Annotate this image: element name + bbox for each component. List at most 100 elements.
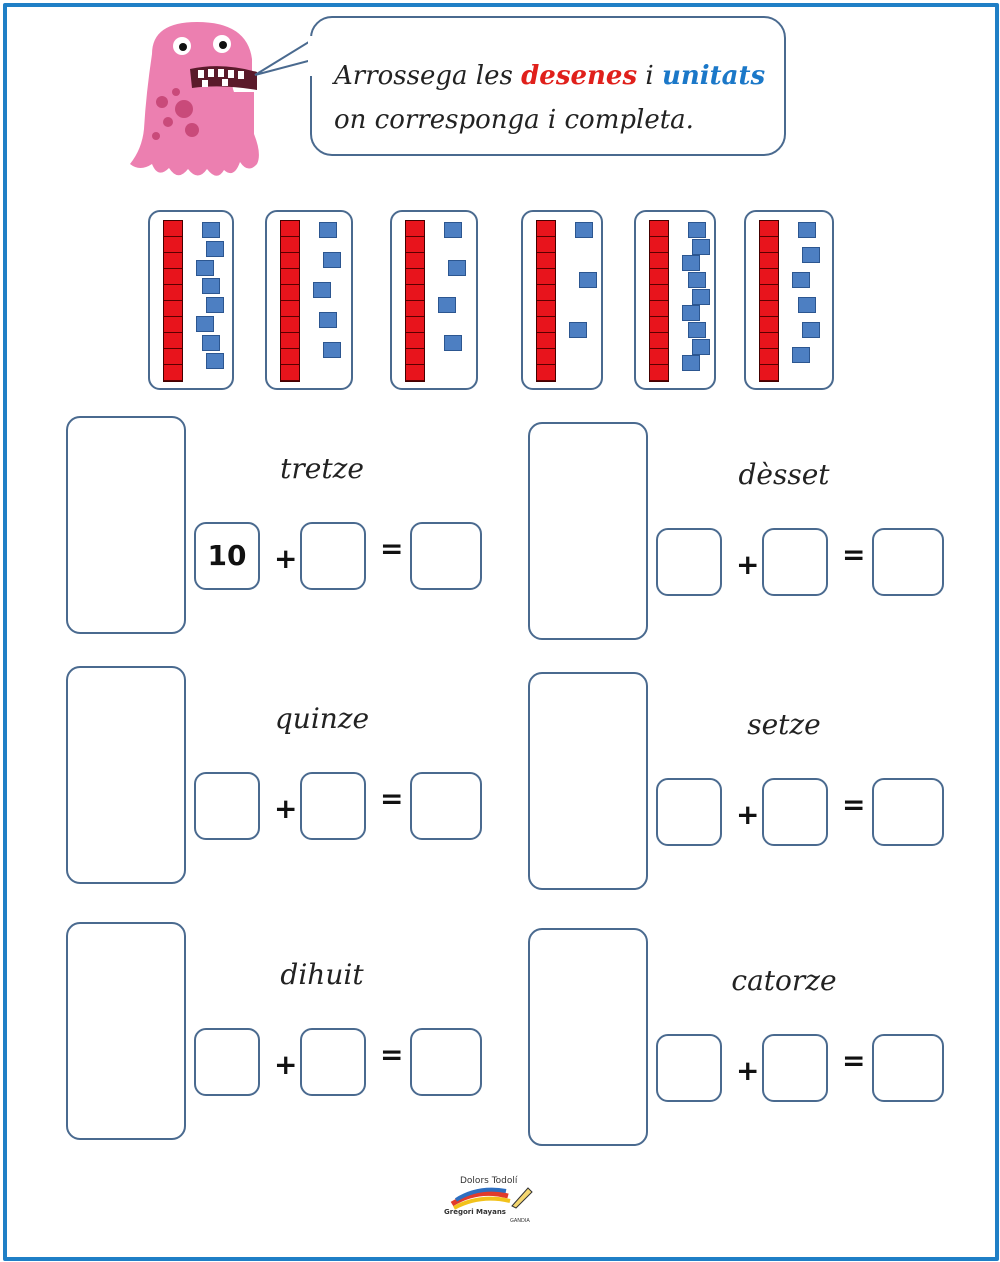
block-card-2[interactable] (265, 210, 353, 390)
tens-input[interactable] (194, 1028, 260, 1096)
equals-sign: = (380, 782, 404, 815)
block-card-6[interactable] (744, 210, 834, 390)
unit-cube (802, 322, 820, 338)
equals-sign: = (842, 538, 866, 571)
drop-zone[interactable] (528, 422, 648, 640)
equals-sign: = (380, 1038, 404, 1071)
unit-cube (792, 347, 810, 363)
school-logo: Dolors Todolí Gregori Mayans GANDIA (440, 1172, 540, 1236)
unit-cube (682, 255, 700, 272)
unit-cube (323, 252, 341, 268)
block-card-1[interactable] (148, 210, 234, 390)
tens-rod (280, 220, 300, 382)
tens-input[interactable] (656, 778, 722, 846)
logo-city: GANDIA (510, 1218, 530, 1224)
drop-zone[interactable] (528, 928, 648, 1146)
unit-cube (196, 259, 214, 276)
number-word: catorze (731, 964, 837, 997)
unit-cube (202, 222, 220, 238)
instruction-unitats: unitats (661, 61, 766, 91)
logo-school: Gregori Mayans (444, 1208, 506, 1216)
total-input[interactable] (410, 1028, 482, 1096)
units-input[interactable] (762, 778, 828, 846)
number-word: dihuit (280, 958, 364, 991)
plus-sign: + (274, 542, 298, 575)
unit-cube (569, 322, 587, 338)
unit-cube (688, 272, 706, 288)
unit-cube (323, 342, 341, 358)
drop-zone[interactable] (66, 416, 186, 634)
logo-author: Dolors Todolí (460, 1176, 518, 1186)
instruction-prefix: Arrossega les (334, 61, 513, 91)
total-input[interactable] (410, 772, 482, 840)
unit-cube (692, 288, 710, 305)
unit-cube (579, 272, 597, 288)
block-card-5[interactable] (634, 210, 716, 390)
unit-cube (206, 297, 224, 313)
unit-cube (692, 338, 710, 355)
unit-cube (688, 222, 706, 238)
instruction-middle: i (645, 61, 654, 91)
units-input[interactable] (300, 522, 366, 590)
total-input[interactable] (872, 778, 944, 846)
unit-cube (444, 222, 462, 238)
unit-cube (202, 278, 220, 295)
unit-cube (206, 353, 224, 370)
units-input[interactable] (300, 772, 366, 840)
unit-cube (688, 322, 706, 338)
units-input[interactable] (300, 1028, 366, 1096)
unit-cube (448, 259, 466, 276)
drop-zone[interactable] (66, 666, 186, 884)
instruction-desenes: desenes (521, 61, 638, 91)
plus-sign: + (736, 798, 760, 831)
plus-sign: + (274, 792, 298, 825)
units-input[interactable] (762, 1034, 828, 1102)
tens-input[interactable]: 10 (194, 522, 260, 590)
unit-cube (682, 355, 700, 372)
tens-input[interactable] (194, 772, 260, 840)
total-input[interactable] (872, 528, 944, 596)
unit-cube (692, 238, 710, 255)
tens-input[interactable] (656, 1034, 722, 1102)
tens-rod (163, 220, 183, 382)
total-input[interactable] (410, 522, 482, 590)
block-card-4[interactable] (521, 210, 603, 390)
unit-cube (313, 282, 331, 298)
equals-sign: = (380, 532, 404, 565)
unit-cube (319, 222, 337, 238)
unit-cube (202, 334, 220, 351)
units-input[interactable] (762, 528, 828, 596)
unit-cube (802, 247, 820, 263)
unit-cube (438, 297, 456, 313)
number-word: quinze (274, 702, 370, 735)
total-input[interactable] (872, 1034, 944, 1102)
tens-rod (759, 220, 779, 382)
unit-cube (798, 297, 816, 313)
unit-cube (792, 272, 810, 288)
tens-rod (536, 220, 556, 382)
page-frame (3, 3, 999, 1261)
tens-input[interactable] (656, 528, 722, 596)
tens-rod (405, 220, 425, 382)
unit-cube (206, 240, 224, 257)
unit-cube (319, 312, 337, 328)
equals-sign: = (842, 1044, 866, 1077)
unit-cube (196, 315, 214, 332)
monster-icon (130, 22, 259, 176)
number-word: setze (747, 708, 821, 741)
speech-bubble: Arrossega les desenes i unitats on corre… (310, 16, 786, 156)
instruction-line2: on corresponga i completa. (334, 105, 694, 135)
block-card-3[interactable] (390, 210, 478, 390)
plus-sign: + (736, 1054, 760, 1087)
number-word: tretze (280, 452, 364, 485)
unit-cube (575, 222, 593, 238)
plus-sign: + (274, 1048, 298, 1081)
drop-zone[interactable] (528, 672, 648, 890)
equals-sign: = (842, 788, 866, 821)
unit-cube (798, 222, 816, 238)
number-word: dèsset (738, 458, 830, 491)
pencil-logo-icon (450, 1187, 533, 1210)
drop-zone[interactable] (66, 922, 186, 1140)
tens-rod (649, 220, 669, 382)
instruction-text: Arrossega les desenes i unitats on corre… (334, 54, 765, 142)
